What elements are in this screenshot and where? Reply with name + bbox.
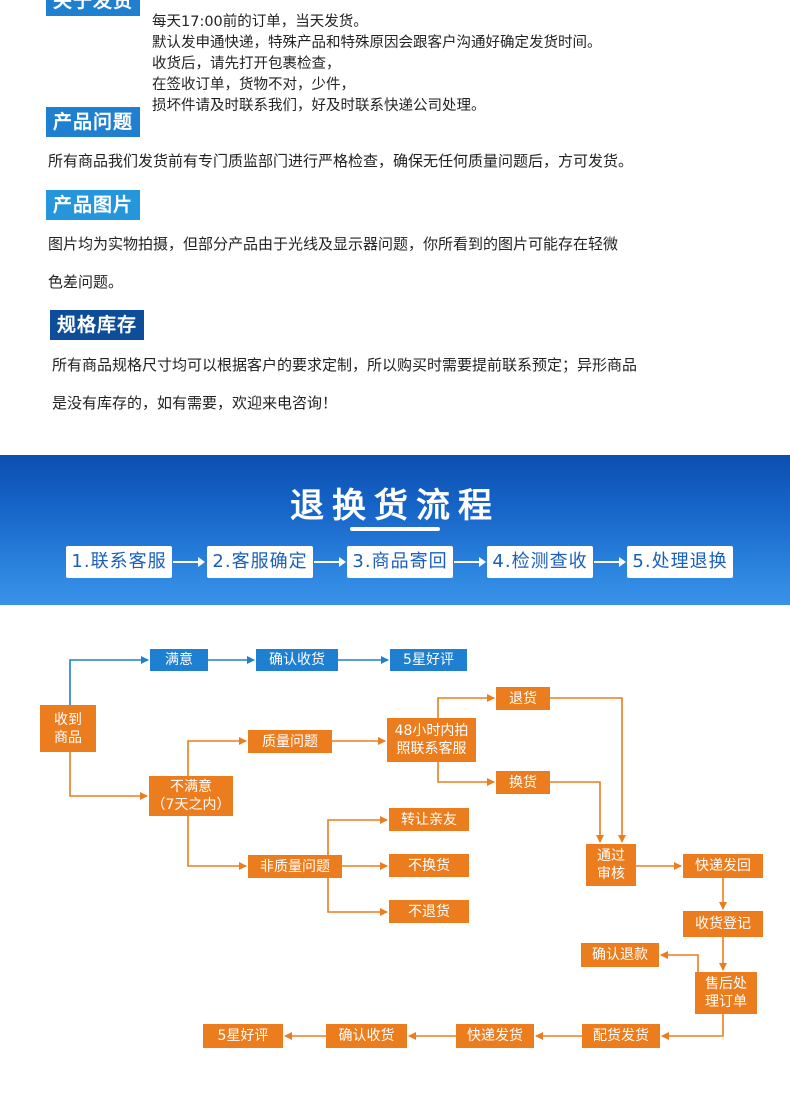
banner-underline	[350, 527, 440, 531]
step-send-back: 3.商品寄回	[347, 546, 453, 578]
shipping-line: 收货后，请先打开包裹检查，	[152, 56, 341, 72]
node-confirm-receipt-top: 确认收货	[256, 649, 338, 671]
node-exchange: 换货	[496, 771, 550, 794]
stock-text-1: 所有商品规格尺寸均可以根据客户的要求定制，所以购买时需要提前联系预定；异形商品	[52, 356, 638, 374]
step-arrow	[314, 557, 346, 567]
step-inspect: 4.检测查收	[487, 546, 593, 578]
section-tag-stock: 规格库存	[50, 310, 145, 340]
section-tag-shipping: 关于发货	[46, 0, 141, 16]
shipping-line: 在签收订单，货物不对，少件，	[152, 77, 355, 93]
node-confirm-refund: 确认退款	[581, 943, 659, 967]
step-service-confirm: 2.客服确定	[207, 546, 313, 578]
step-contact-service: 1.联系客服	[66, 546, 172, 578]
shipping-line: 默认发申通快递，特殊产品和特殊原因会跟客户沟通好确定发货时间。	[152, 35, 602, 51]
quality-text: 所有商品我们发货前有专门质监部门进行严格检查，确保无任何质量问题后，方可发货。	[48, 152, 634, 170]
node-return: 退货	[496, 687, 550, 710]
images-text-2: 色差问题。	[48, 273, 124, 291]
node-approved: 通过 审核	[586, 844, 636, 886]
node-no-exchange: 不换货	[389, 854, 469, 877]
section-tag-images: 产品图片	[46, 190, 141, 220]
step-arrow	[594, 557, 626, 567]
node-express-return: 快递发回	[683, 854, 763, 878]
node-register: 收货登记	[683, 911, 763, 937]
step-arrow	[173, 557, 205, 567]
node-non-quality: 非质量问题	[248, 855, 342, 878]
node-satisfied: 满意	[150, 649, 208, 671]
images-text-1: 图片均为实物拍摄，但部分产品由于光线及显示器问题，你所看到的图片可能存在轻微	[48, 235, 619, 253]
shipping-line: 损坏件请及时联系我们，好及时联系快递公司处理。	[152, 98, 486, 114]
node-five-star-top: 5星好评	[390, 649, 467, 671]
node-transfer: 转让亲友	[389, 808, 469, 831]
banner-title: 退换货流程	[290, 486, 500, 526]
node-no-return: 不退货	[389, 900, 469, 923]
node-confirm-receipt-bottom: 确认收货	[326, 1024, 407, 1048]
step-arrow	[454, 557, 486, 567]
stock-text-2: 是没有库存的，如有需要，欢迎来电咨询！	[52, 394, 338, 412]
node-quality-issue: 质量问题	[248, 730, 332, 753]
node-five-star-bottom: 5星好评	[203, 1024, 283, 1048]
section-tag-quality: 产品问题	[46, 107, 141, 137]
node-received: 收到 商品	[40, 705, 96, 752]
node-after-sales: 售后处 理订单	[695, 972, 757, 1014]
shipping-line: 每天17:00前的订单，当天发货。	[152, 14, 368, 30]
node-dispatch: 配货发货	[582, 1024, 660, 1048]
step-process-exchange: 5.处理退换	[627, 546, 733, 578]
node-express-ship: 快递发货	[456, 1024, 534, 1048]
node-contact-48h: 48小时内拍 照联系客服	[387, 718, 476, 762]
node-unsatisfied: 不满意 （7天之内）	[149, 776, 233, 816]
